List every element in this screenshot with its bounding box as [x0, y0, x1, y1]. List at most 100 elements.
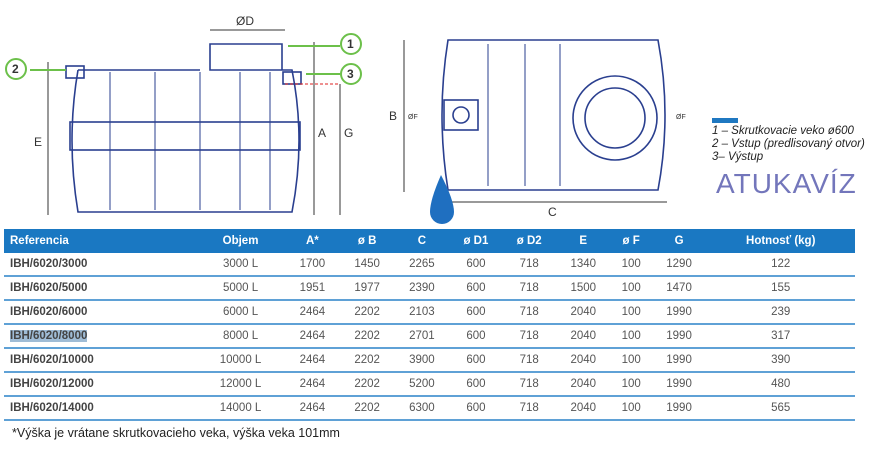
table-cell: 1450 [339, 253, 395, 277]
cell-text: 1340 [570, 258, 597, 270]
cell-text: 6000 L [222, 306, 259, 318]
callout-1 [340, 33, 362, 55]
column-header: ø D2 [502, 229, 556, 253]
cell-text: 5000 L [222, 282, 259, 294]
callouts [5, 33, 362, 85]
technical-drawing: ØD A G E B C ØF ØF 1 2 3 [5, 14, 686, 224]
cell-text: 1990 [666, 306, 692, 318]
cell-text: 1290 [666, 258, 692, 270]
table-cell: 1990 [651, 300, 707, 325]
label-b: B [389, 109, 397, 123]
cell-text: 718 [519, 402, 539, 414]
cell-text: 390 [771, 354, 791, 366]
table-cell: 14000 L [196, 396, 286, 421]
label-g: G [344, 126, 353, 140]
column-header: A* [285, 229, 340, 253]
table-cell: 600 [449, 348, 503, 373]
column-header: Hotnosť (kg) [706, 229, 855, 253]
cell-text: 718 [519, 378, 539, 390]
callout-1-number: 1 [347, 37, 354, 51]
cell-text: 2103 [409, 306, 435, 318]
legend-item: 2 – Vstup (predlisovaný otvor) [712, 138, 865, 150]
table-cell: 1951 [285, 276, 340, 301]
table-cell: 2040 [555, 300, 611, 325]
cell-text: 600 [466, 402, 486, 414]
table-cell: 718 [502, 276, 556, 301]
table-cell: 390 [706, 348, 855, 373]
cell-text: 600 [466, 282, 486, 294]
cell-text: 2202 [354, 402, 380, 414]
table-cell: 1990 [651, 348, 707, 373]
table-cell: 1290 [651, 253, 707, 277]
table-cell: 2464 [285, 300, 340, 325]
cell-text: 2040 [570, 330, 597, 342]
table-cell: 100 [610, 396, 652, 421]
table-cell: 317 [706, 324, 855, 349]
cell-text: 2040 [570, 306, 597, 318]
cell-text: 1470 [666, 282, 692, 294]
table-cell: IBH/6020/10000 [4, 348, 197, 373]
cell-text: 718 [519, 258, 539, 270]
label-a: A [318, 126, 326, 140]
table-cell: 2202 [339, 324, 395, 349]
cell-text: 2202 [354, 354, 380, 366]
table-cell: 100 [610, 253, 652, 277]
callout-2 [5, 58, 27, 80]
cell-text: IBH/6020/12000 [10, 378, 94, 390]
table-cell: 3900 [394, 348, 450, 373]
cell-text: 2464 [299, 378, 326, 390]
cell-text: 12000 L [219, 378, 262, 390]
table-cell: 1990 [651, 372, 707, 397]
cell-text: 1700 [299, 258, 326, 270]
cell-text: 6300 [409, 402, 435, 414]
table-cell: 2040 [555, 396, 611, 421]
footnote: *Výška je vrátane skrutkovacieho veka, v… [12, 426, 340, 440]
table-cell: 565 [706, 396, 855, 421]
table-cell: 122 [706, 253, 855, 277]
column-header: ø B [339, 229, 395, 253]
cell-text: 480 [771, 378, 791, 390]
table-cell: 2040 [555, 372, 611, 397]
cell-text: IBH/6020/5000 [10, 282, 88, 294]
cell-text: 100 [621, 330, 641, 342]
table-cell: 2040 [555, 348, 611, 373]
cell-text: 2202 [354, 330, 380, 342]
table-cell: 600 [449, 253, 503, 277]
table-cell: 718 [502, 253, 556, 277]
cell-text: 2040 [570, 378, 597, 390]
cell-text: 718 [519, 306, 539, 318]
table-cell: 2464 [285, 348, 340, 373]
table-cell: 2464 [285, 396, 340, 421]
table-cell: 1990 [651, 396, 707, 421]
cell-text: 1990 [666, 402, 692, 414]
column-header: G [651, 229, 707, 253]
table-cell: 718 [502, 300, 556, 325]
table-cell: 718 [502, 396, 556, 421]
cell-text: 600 [466, 258, 486, 270]
cell-text: 3900 [409, 354, 435, 366]
table-cell: 600 [449, 372, 503, 397]
legend-item: 1 – Skrutkovacie veko ø600 [712, 125, 854, 137]
table-cell: 239 [706, 300, 855, 325]
cell-text: 718 [519, 282, 539, 294]
table-cell: 718 [502, 324, 556, 349]
table-cell: 12000 L [196, 372, 286, 397]
cell-text: IBH/6020/3000 [10, 258, 88, 270]
cell-text: 3000 L [222, 258, 259, 270]
cell-text: 600 [466, 378, 486, 390]
table-cell: 1500 [555, 276, 611, 301]
cell-text: 100 [621, 258, 641, 270]
water-drop-logo [430, 175, 454, 224]
table-cell: 2202 [339, 372, 395, 397]
cell-text: 239 [771, 306, 791, 318]
table-cell: 600 [449, 276, 503, 301]
column-header: ø D1 [449, 229, 503, 253]
column-header: Referencia [4, 229, 197, 253]
cell-text: 122 [771, 258, 791, 270]
cell-text: 2265 [409, 258, 435, 270]
cell-text: 1450 [354, 258, 380, 270]
